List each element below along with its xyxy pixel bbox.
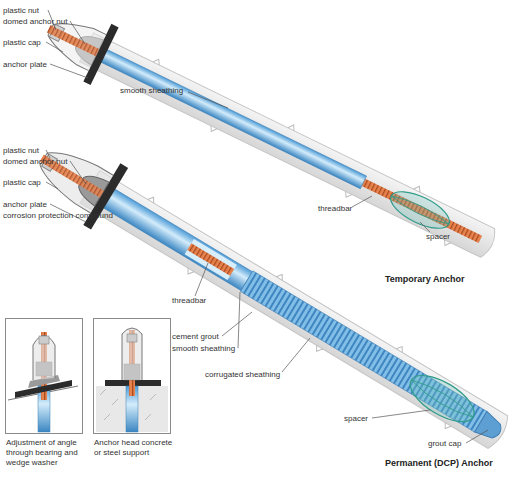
part-label: smooth sheathing: [172, 344, 235, 354]
leader-lines-part: [70, 21, 85, 44]
leader-lines-part: [46, 42, 63, 52]
leader-lines-part: [222, 312, 252, 336]
part-label: plastic nut: [3, 6, 39, 16]
part-label: smooth sheathing: [120, 86, 183, 96]
leader-lines-part: [195, 263, 208, 296]
leader-lines-part: [352, 196, 372, 207]
permanent-anchor: [23, 127, 520, 465]
part-label: corrosion protection compound: [3, 211, 113, 221]
part-label: domed anchor nut: [3, 17, 68, 27]
leader-lines-part: [238, 292, 240, 348]
part-label: threadbar: [172, 296, 206, 306]
permanent-anchor-part: [475, 411, 506, 443]
leader-lines-part: [188, 92, 228, 108]
anchor-title: Permanent (DCP) Anchor: [385, 458, 493, 468]
part-label: corrugated sheathing: [205, 370, 280, 380]
inset-box: Anchor head concrete or steel support: [93, 318, 171, 434]
inset-angle-head: [8, 332, 78, 432]
inset-box: Adjustment of angle through bearing and …: [5, 318, 83, 434]
inset-angle-head-part: [33, 336, 55, 381]
inset-caption: Adjustment of angle through bearing and …: [6, 438, 92, 468]
part-label: spacer: [426, 232, 450, 242]
part-label: plastic cap: [3, 178, 41, 188]
permanent-anchor-part: [403, 366, 481, 431]
leader-lines: [46, 10, 488, 443]
part-label: spacer: [344, 414, 368, 424]
inset-support-head: [96, 328, 168, 432]
part-label: cement grout: [172, 332, 219, 342]
temporary-anchor-part: [47, 25, 99, 56]
part-label: grout cap: [428, 439, 461, 449]
leader-lines-part: [372, 410, 430, 418]
leader-lines-part: [46, 150, 50, 158]
leader-lines-part: [466, 430, 488, 443]
part-label: plastic cap: [3, 38, 41, 48]
temporary-anchor-part: [386, 184, 455, 235]
part-label: plastic nut: [3, 146, 39, 156]
inset-caption: Anchor head concrete or steel support: [94, 438, 174, 458]
permanent-anchor-part: [100, 187, 253, 291]
leader-lines-part: [46, 182, 58, 189]
permanent-anchor-part: [185, 239, 237, 280]
leader-lines-part: [420, 222, 430, 232]
permanent-anchor-part: [409, 376, 476, 422]
temporary-anchor: [35, 0, 506, 274]
part-label: anchor plate: [3, 60, 47, 70]
permanent-anchor-part: [80, 171, 512, 451]
leader-lines-part: [282, 338, 310, 372]
permanent-anchor-part: [241, 271, 487, 432]
inset-angle-head-part: [39, 336, 49, 344]
inset-support-head-part: [122, 328, 142, 380]
leader-lines-part: [50, 64, 88, 78]
anchor-title: Temporary Anchor: [385, 274, 465, 284]
part-label: domed anchor nut: [3, 157, 68, 167]
permanent-anchor-part: [187, 243, 234, 276]
part-label: threadbar: [318, 204, 352, 214]
temporary-anchor-part: [100, 49, 367, 189]
part-label: anchor plate: [3, 200, 47, 210]
leader-lines-part: [70, 161, 86, 184]
inset-support-head-part: [127, 334, 137, 342]
